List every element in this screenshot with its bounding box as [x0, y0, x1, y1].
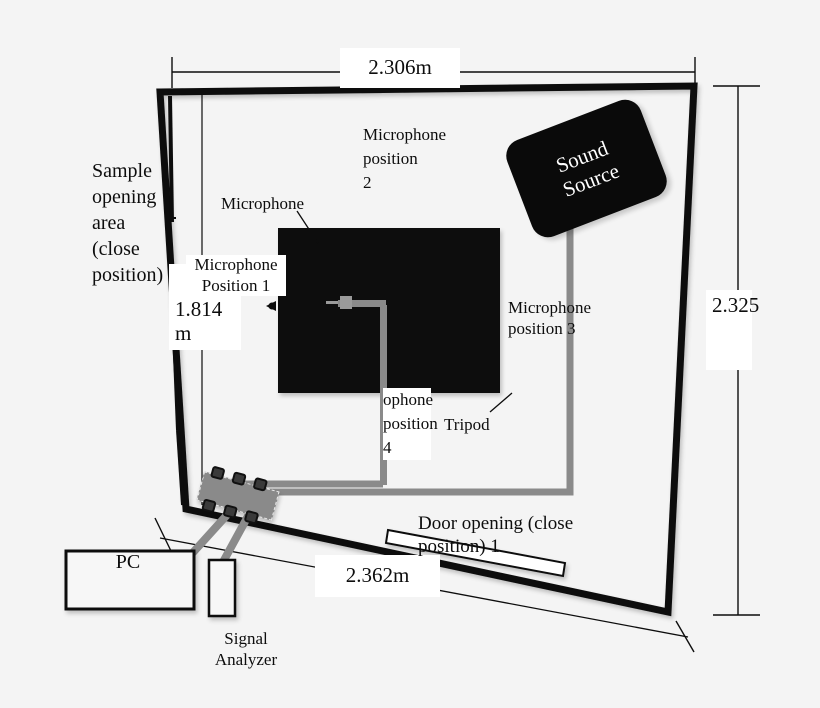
pc-box [64, 549, 196, 611]
door-leaf [384, 528, 567, 578]
connector-socket[interactable] [209, 465, 226, 481]
sample-opening-label: Sample opening area (close position) [92, 160, 164, 286]
leader-lines [296, 210, 513, 413]
mic-position-1-marker [266, 301, 276, 311]
connector-socket[interactable] [231, 471, 247, 487]
tripod-label: Tripod [444, 415, 490, 434]
signal-analyzer-label: Signal Analyzer [214, 629, 278, 670]
dimension-bottom-label: 2.362m [315, 555, 440, 597]
signal-analyzer-box [207, 558, 237, 618]
door-opening-label: Door opening (close position) 1 [418, 513, 578, 557]
mic-position-4-label: ophone position 4 [383, 388, 438, 461]
mic-position-2-label: Microphone position 2 [363, 125, 451, 193]
pc-label: PC [115, 551, 141, 573]
dimension-top-label: 2.306m [340, 48, 460, 88]
microphone-label: Microphone [221, 194, 305, 213]
mic-position-3-label: Microphone position 3 [508, 298, 596, 339]
connector-socket[interactable] [252, 476, 269, 492]
mic-position-1-label: Microphone Position 1 [186, 255, 286, 297]
measurement-table [278, 228, 500, 393]
dimension-right-label: 2.325 [706, 290, 759, 370]
